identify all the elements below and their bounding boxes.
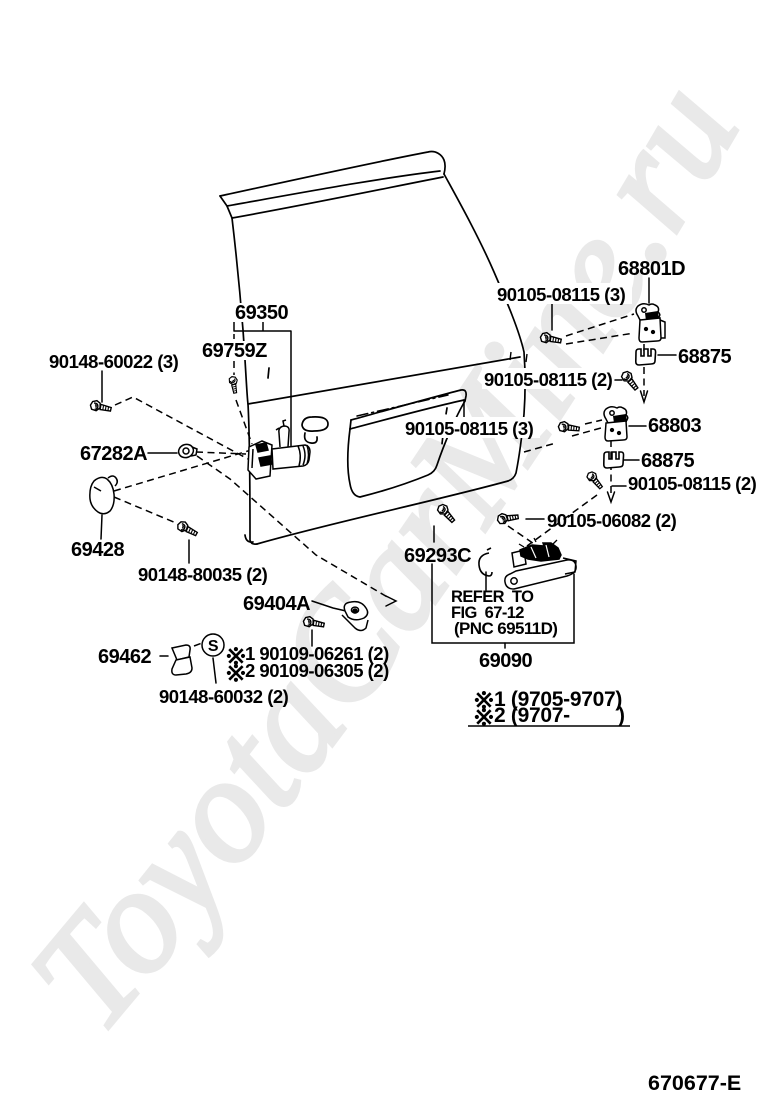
- svg-text:69090: 69090: [479, 650, 532, 672]
- svg-text:90148-80035 (2): 90148-80035 (2): [138, 564, 268, 585]
- svg-text:1 90109-06261 (2): 1 90109-06261 (2): [245, 643, 389, 664]
- svg-text:90105-08115 (3): 90105-08115 (3): [405, 418, 534, 439]
- svg-text:90105-08115 (2): 90105-08115 (2): [484, 369, 613, 390]
- svg-text:S: S: [208, 638, 219, 655]
- svg-text:68803: 68803: [648, 415, 701, 437]
- svg-text:69293C: 69293C: [404, 545, 471, 567]
- svg-text:FIG 67-12: FIG 67-12: [451, 604, 524, 622]
- svg-text:69462: 69462: [98, 646, 151, 668]
- svg-text:69350: 69350: [235, 302, 288, 324]
- svg-text:REFER TO: REFER TO: [451, 588, 534, 606]
- svg-text:90105-08115 (2): 90105-08115 (2): [628, 473, 757, 494]
- svg-text:(PNC 69511D): (PNC 69511D): [454, 619, 557, 638]
- svg-text:2 (9707-: 2 (9707-: [494, 704, 570, 727]
- svg-text:1 (9705-9707): 1 (9705-9707): [494, 688, 622, 711]
- svg-text:67282A: 67282A: [80, 443, 147, 465]
- svg-text:68875: 68875: [641, 450, 694, 472]
- svg-text:): ): [618, 704, 625, 727]
- svg-text:90148-60022 (3): 90148-60022 (3): [49, 351, 179, 372]
- svg-text:69404A: 69404A: [243, 593, 310, 615]
- svg-text:68801D: 68801D: [618, 258, 685, 280]
- svg-text:68875: 68875: [678, 346, 731, 368]
- svg-text:670677-E: 670677-E: [648, 1071, 741, 1095]
- svg-text:69428: 69428: [71, 539, 124, 561]
- svg-text:90148-60032 (2): 90148-60032 (2): [159, 686, 289, 707]
- svg-text:69759Z: 69759Z: [202, 340, 267, 362]
- svg-text:90105-08115 (3): 90105-08115 (3): [497, 284, 626, 305]
- svg-text:90105-06082 (2): 90105-06082 (2): [547, 510, 677, 531]
- svg-text:2 90109-06305 (2): 2 90109-06305 (2): [245, 660, 389, 681]
